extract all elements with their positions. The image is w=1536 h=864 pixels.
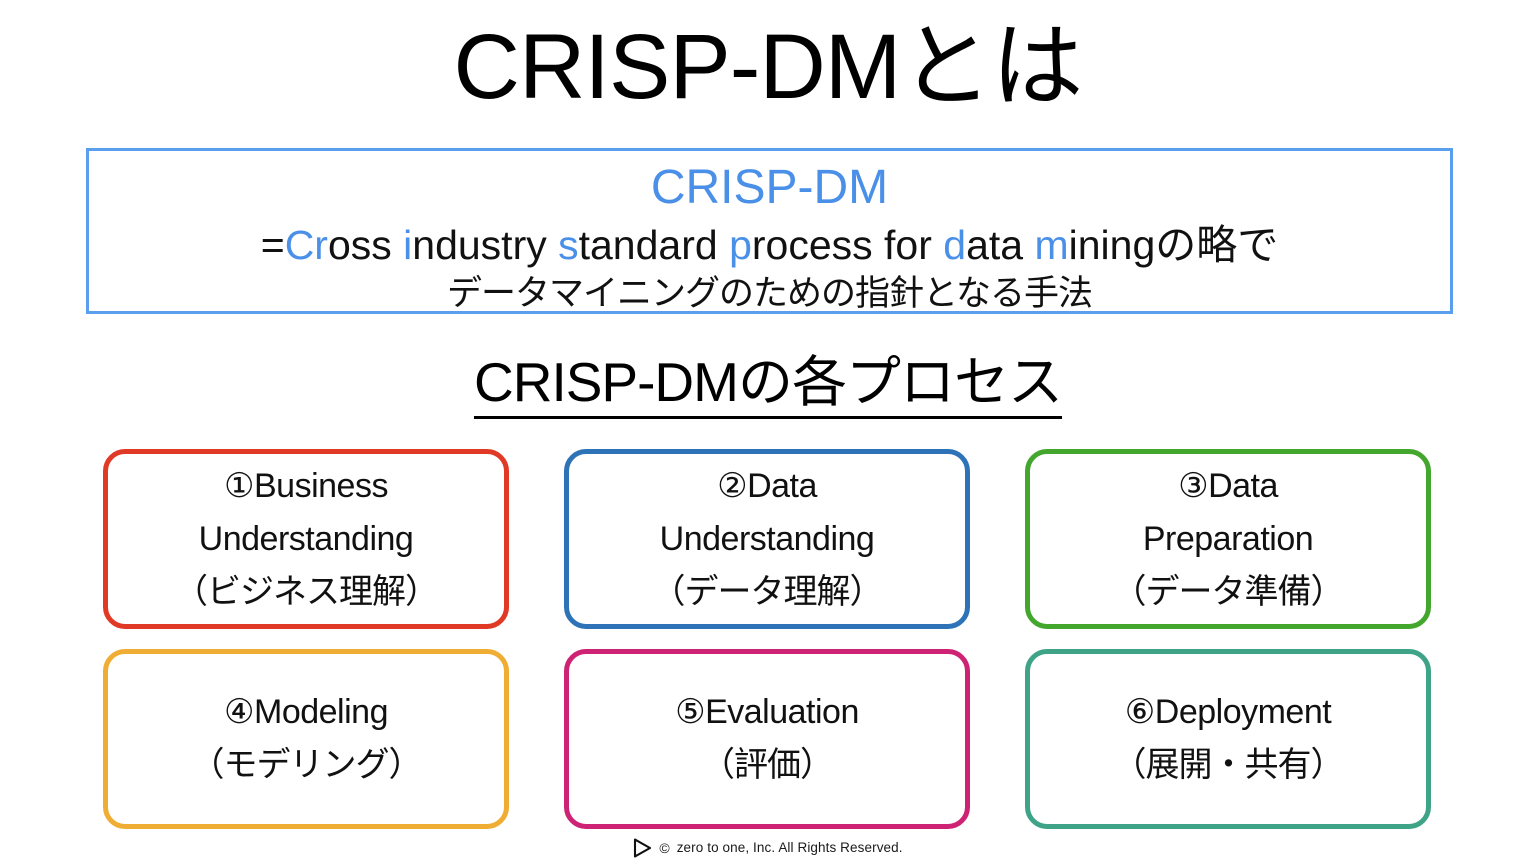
process-card-title-line1: ⑥Deployment [1124,693,1332,731]
expansion-text-segment: ndustry [412,222,559,268]
section-heading: CRISP-DMの各プロセス [0,348,1536,419]
expansion-text-segment: tandard [578,222,730,268]
process-card-japanese: （展開・共有） [1112,746,1345,784]
play-triangle-icon [633,838,652,858]
expansion-initial-letter: Cr [284,222,328,268]
process-card-title-line1: ③Data [1178,466,1278,505]
expansion-text-segment: oss [327,222,404,268]
process-card-title-line1: ⑤Evaluation [675,693,859,731]
process-card-japanese: （モデリング） [190,746,423,784]
process-card-japanese: （評価） [701,746,834,784]
definition-japanese-line: データマイニングのための指針となる手法 [447,274,1093,313]
process-card-japanese: （ビジネス理解） [174,572,439,611]
expansion-initial-letter: s [558,222,579,268]
expansion-initial-letter: i [403,222,413,268]
expansion-initial-letter: p [729,222,752,268]
process-card-title-line1: ①Business [224,466,388,505]
expansion-text-segment: ata [966,222,1035,268]
expansion-initial-letter: m [1034,222,1069,268]
page-title: CRISP-DMとは [453,16,1084,118]
expansion-initial-letter: d [943,222,967,268]
footer: © zero to one, Inc. All Rights Reserved. [0,838,1536,858]
process-card-title-line2: Understanding [198,519,414,558]
process-card-5[interactable]: ⑤Evaluation （評価） [564,649,970,829]
section-heading-label: CRISP-DMの各プロセス [474,351,1063,419]
definition-expansion: =Cross industry standard process for dat… [260,222,1279,268]
process-card-japanese: （データ理解） [651,572,884,611]
process-card-6[interactable]: ⑥Deployment （展開・共有） [1025,649,1431,829]
process-card-4[interactable]: ④Modeling （モデリング） [103,649,509,829]
process-card-title-line2: Understanding [659,519,875,558]
process-card-japanese: （データ準備） [1112,572,1345,611]
process-card-title-line1: ②Data [717,466,817,505]
copyright-symbol: © [659,840,670,856]
process-card-title-line1: ④Modeling [224,693,388,731]
expansion-text-segment: rocess for [751,222,944,268]
definition-box: CRISP-DM =Cross industry standard proces… [86,148,1453,314]
expansion-text-segment: iningの略で [1068,222,1279,268]
process-card-title-line2: Preparation [1142,519,1314,558]
footer-copyright-text: zero to one, Inc. All Rights Reserved. [676,840,903,855]
definition-term: CRISP-DM [650,161,889,214]
